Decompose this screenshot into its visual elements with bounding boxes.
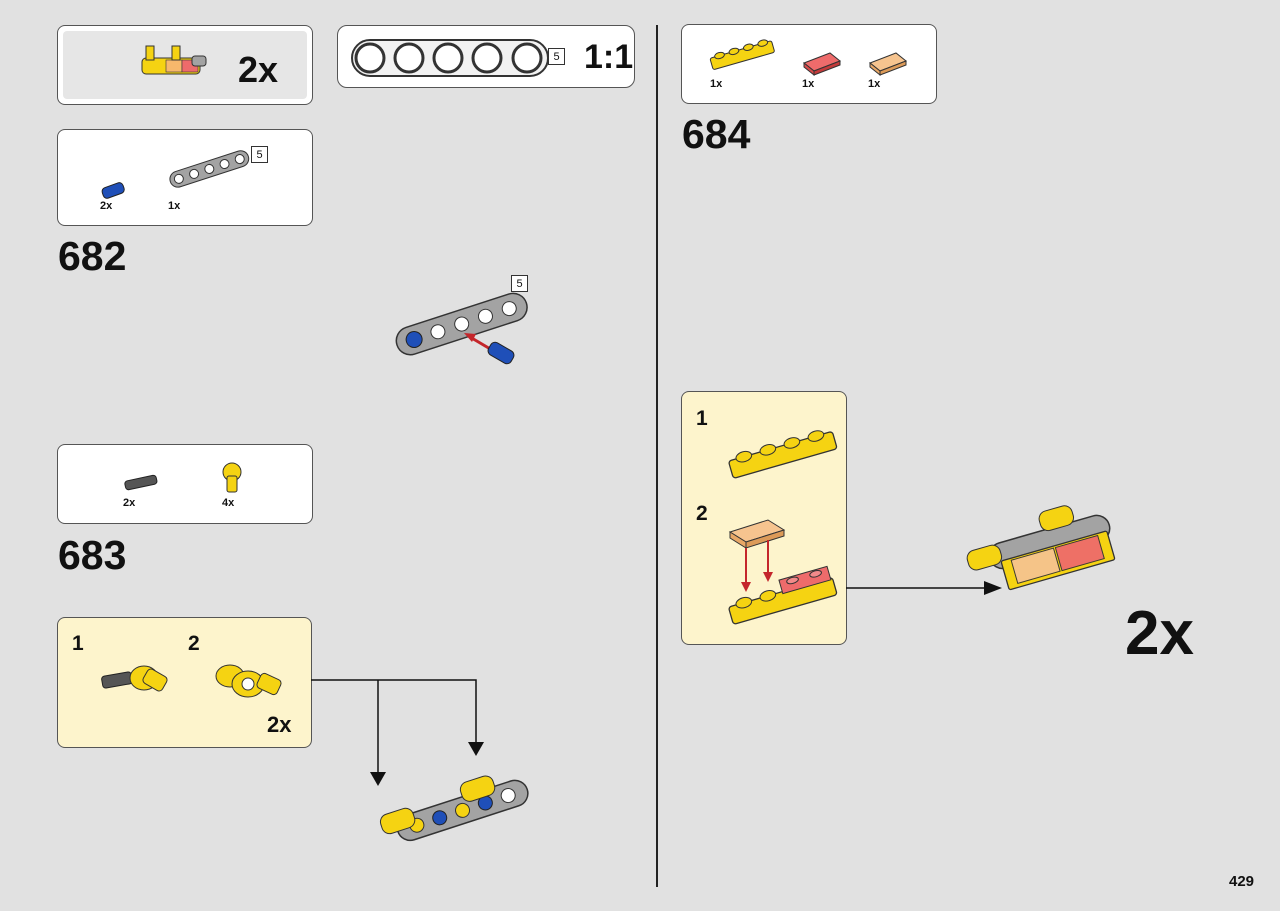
part-qty: 1x <box>710 78 723 90</box>
beam-length-label: 5 <box>251 146 268 163</box>
part-qty: 1x <box>168 200 181 212</box>
substep-2-illustration <box>728 519 838 625</box>
part-qty: 1x <box>802 78 815 90</box>
ruler-beam-icon <box>351 39 549 77</box>
part-qty: 1x <box>868 78 881 90</box>
step-682-model-illustration <box>395 292 528 365</box>
ruler-box: 5 1:1 <box>337 25 635 88</box>
blue-axle-pin-icon <box>101 182 125 199</box>
part-qty: 4x <box>222 497 235 509</box>
step-683-parts-box: 2x 4x <box>57 444 313 524</box>
substep-multiplier: 2x <box>267 712 292 737</box>
step-number-682: 682 <box>58 233 127 279</box>
substep-number: 2 <box>188 632 200 655</box>
step-684-substep-box: 1 2 <box>681 391 847 645</box>
step-683-model-illustration <box>379 775 529 842</box>
ruler-length-label: 5 <box>548 48 565 65</box>
substep-number: 1 <box>696 407 708 430</box>
callout-submodel-box: 2x <box>57 25 313 105</box>
trans-orange-tile-icon <box>869 52 907 77</box>
step-684-multiplier: 2x <box>1125 599 1194 668</box>
step-682-parts-box: 2x 1x 5 <box>57 129 313 226</box>
part-qty: 2x <box>100 200 113 212</box>
step-number-683: 683 <box>58 532 127 578</box>
page-divider <box>656 25 658 887</box>
trans-red-tile-icon <box>803 52 841 77</box>
yellow-pin-connector-icon <box>222 462 242 493</box>
page-number: 429 <box>1229 873 1255 890</box>
gray-beam-5-icon <box>169 150 250 188</box>
part-qty: 2x <box>123 497 136 509</box>
substep-number: 1 <box>72 632 84 655</box>
step-683-substep-box: 1 2 2x <box>57 617 312 748</box>
callout-multiplier: 2x <box>238 49 279 90</box>
step-number-684: 684 <box>682 111 751 157</box>
black-axle-connector-icon <box>124 474 158 491</box>
substep-number: 2 <box>696 502 708 525</box>
step-684-connector-arrow <box>846 581 1002 595</box>
yellow-plate-1x4-icon <box>709 39 775 70</box>
submodel-thumbnail-icon <box>141 45 207 75</box>
substep-2-illustration <box>215 664 282 698</box>
substep-1-illustration <box>728 430 838 479</box>
model-length-label: 5 <box>511 275 528 292</box>
step-683-connector-arrows <box>311 679 484 786</box>
substep-1-illustration <box>101 665 168 692</box>
step-684-model-illustration <box>966 505 1116 591</box>
step-684-parts-box: 1x 1x 1x <box>681 24 937 104</box>
ruler-scale-label: 1:1 <box>584 38 634 76</box>
